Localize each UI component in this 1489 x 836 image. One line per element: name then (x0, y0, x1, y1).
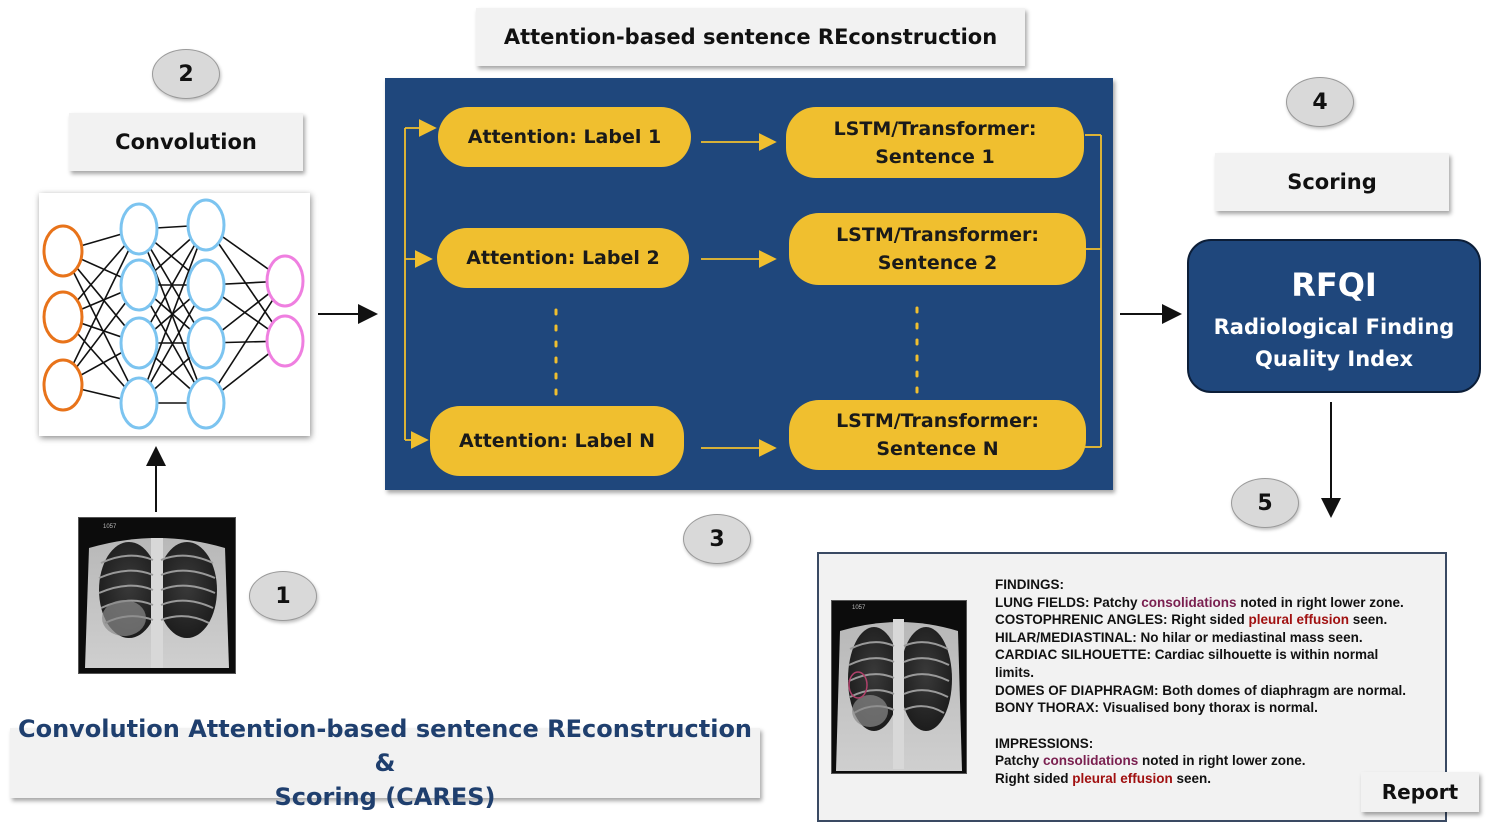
report-panel: 1057 FINDINGS: LUNG FIELDS: Patchy conso… (817, 552, 1479, 822)
attention-label-2-text: Attention: Label 2 (466, 247, 660, 269)
report-xray-image: 1057 (831, 600, 967, 774)
lstm-sentence-n-line2: Sentence N (876, 438, 999, 460)
rfqi-line1: Radiological Finding (1213, 315, 1455, 339)
consolidation-marker (848, 671, 868, 699)
findings-header: FINDINGS: (995, 577, 1064, 592)
impression-1-a: Patchy (995, 753, 1044, 769)
finding-costo-b: seen. (1349, 612, 1388, 628)
attention-label-1-text: Attention: Label 1 (467, 126, 662, 148)
step-4-badge: 4 (1286, 77, 1354, 127)
finding-hilar: HILAR/MEDIASTINAL: No hilar or mediastin… (995, 629, 1363, 645)
finding-domes: DOMES OF DIAPHRAGM: Both domes of diaphr… (995, 682, 1407, 698)
finding-cardiac-2: limits. (995, 664, 1035, 680)
finding-lung-a: LUNG FIELDS: Patchy (995, 594, 1142, 610)
lstm-sentence-1-line1: LSTM/Transformer: (833, 117, 1037, 140)
panel-connectors (404, 119, 1102, 457)
scoring-label-text: Scoring (1287, 170, 1377, 194)
finding-costo-a: COSTOPHRENIC ANGLES: Right sided (995, 612, 1249, 628)
step-5-text: 5 (1257, 490, 1273, 516)
impression-2-highlight: pleural effusion (1072, 770, 1173, 786)
scoring-label: Scoring (1215, 153, 1449, 211)
finding-costo-highlight: pleural effusion (1248, 612, 1350, 628)
convolution-label: Convolution (69, 113, 303, 171)
lstm-sentence-n: LSTM/Transformer: Sentence N (789, 400, 1086, 470)
finding-lung: LUNG FIELDS: Patchy consolidations noted… (995, 594, 1406, 612)
cares-caption: Convolution Attention-based sentence REc… (10, 715, 760, 811)
finding-cardiac-1: CARDIAC SILHOUETTE: Cardiac silhouette i… (995, 647, 1379, 663)
report-xray-id-text: 1057 (852, 605, 866, 611)
caption-line2: Scoring (CARES) (274, 783, 496, 811)
report-text: FINDINGS: LUNG FIELDS: Patchy consolidat… (995, 576, 1406, 788)
impressions-header: IMPRESSIONS: (995, 735, 1094, 751)
finding-lung-highlight: consolidations (1141, 594, 1237, 610)
step-1-badge: 1 (249, 571, 317, 621)
step-3-badge: 3 (683, 514, 751, 564)
step-2-badge: 2 (152, 49, 220, 99)
step-2-text: 2 (178, 61, 194, 87)
lstm-sentence-n-line1: LSTM/Transformer: (836, 410, 1039, 432)
attention-label-1: Attention: Label 1 (438, 107, 691, 167)
impression-2: Right sided pleural effusion seen. (995, 770, 1406, 788)
chest-xray-image: 1057 (78, 517, 236, 674)
step-5-badge: 5 (1231, 478, 1299, 528)
impression-2-b: seen. (1172, 770, 1212, 786)
rfqi-abbr: RFQI (1291, 266, 1377, 304)
impression-1: Patchy consolidations noted in right low… (995, 752, 1406, 770)
neural-network-diagram (39, 193, 310, 436)
attention-label-n: Attention: Label N (430, 406, 684, 476)
rfqi-box: RFQI Radiological Finding Quality Index (1187, 239, 1481, 393)
finding-lung-b: noted in right lower zone. (1236, 594, 1404, 610)
xray-id-text: 1057 (103, 524, 117, 530)
impression-1-highlight: consolidations (1043, 753, 1139, 769)
lstm-sentence-2: LSTM/Transformer: Sentence 2 (789, 213, 1086, 285)
step-1-text: 1 (275, 583, 291, 609)
impression-2-a: Right sided (995, 770, 1073, 786)
report-xray-icon: 1057 (832, 601, 966, 773)
neural-network-icon (42, 198, 305, 430)
impression-1-b: noted in right lower zone. (1138, 753, 1306, 769)
lstm-sentence-1: LSTM/Transformer: Sentence 1 (786, 107, 1084, 178)
step-3-text: 3 (709, 526, 725, 552)
chest-xray-icon: 1057 (79, 518, 235, 673)
lstm-sentence-1-line2: Sentence 1 (875, 145, 995, 168)
convolution-label-text: Convolution (115, 130, 257, 154)
lstm-sentence-2-line2: Sentence 2 (877, 252, 998, 274)
attention-label-n-text: Attention: Label N (458, 430, 656, 452)
step-4-text: 4 (1312, 89, 1328, 115)
report-label-text: Report (1381, 780, 1459, 804)
asr-title-text: Attention-based sentence REconstruction (503, 25, 998, 49)
asr-title: Attention-based sentence REconstruction (476, 8, 1025, 66)
caption-line1: Convolution Attention-based sentence REc… (17, 715, 753, 777)
finding-bony: BONY THORAX: Visualised bony thorax is n… (995, 700, 1318, 716)
rfqi-line2: Quality Index (1255, 347, 1413, 371)
finding-costo: COSTOPHRENIC ANGLES: Right sided pleural… (995, 611, 1406, 629)
asr-panel: Attention: Label 1 Attention: Label 2 At… (385, 78, 1113, 490)
report-label: Report (1361, 772, 1479, 812)
lstm-sentence-2-line1: LSTM/Transformer: (836, 224, 1039, 246)
attention-label-2: Attention: Label 2 (437, 228, 689, 288)
report-spacer (995, 717, 1406, 735)
